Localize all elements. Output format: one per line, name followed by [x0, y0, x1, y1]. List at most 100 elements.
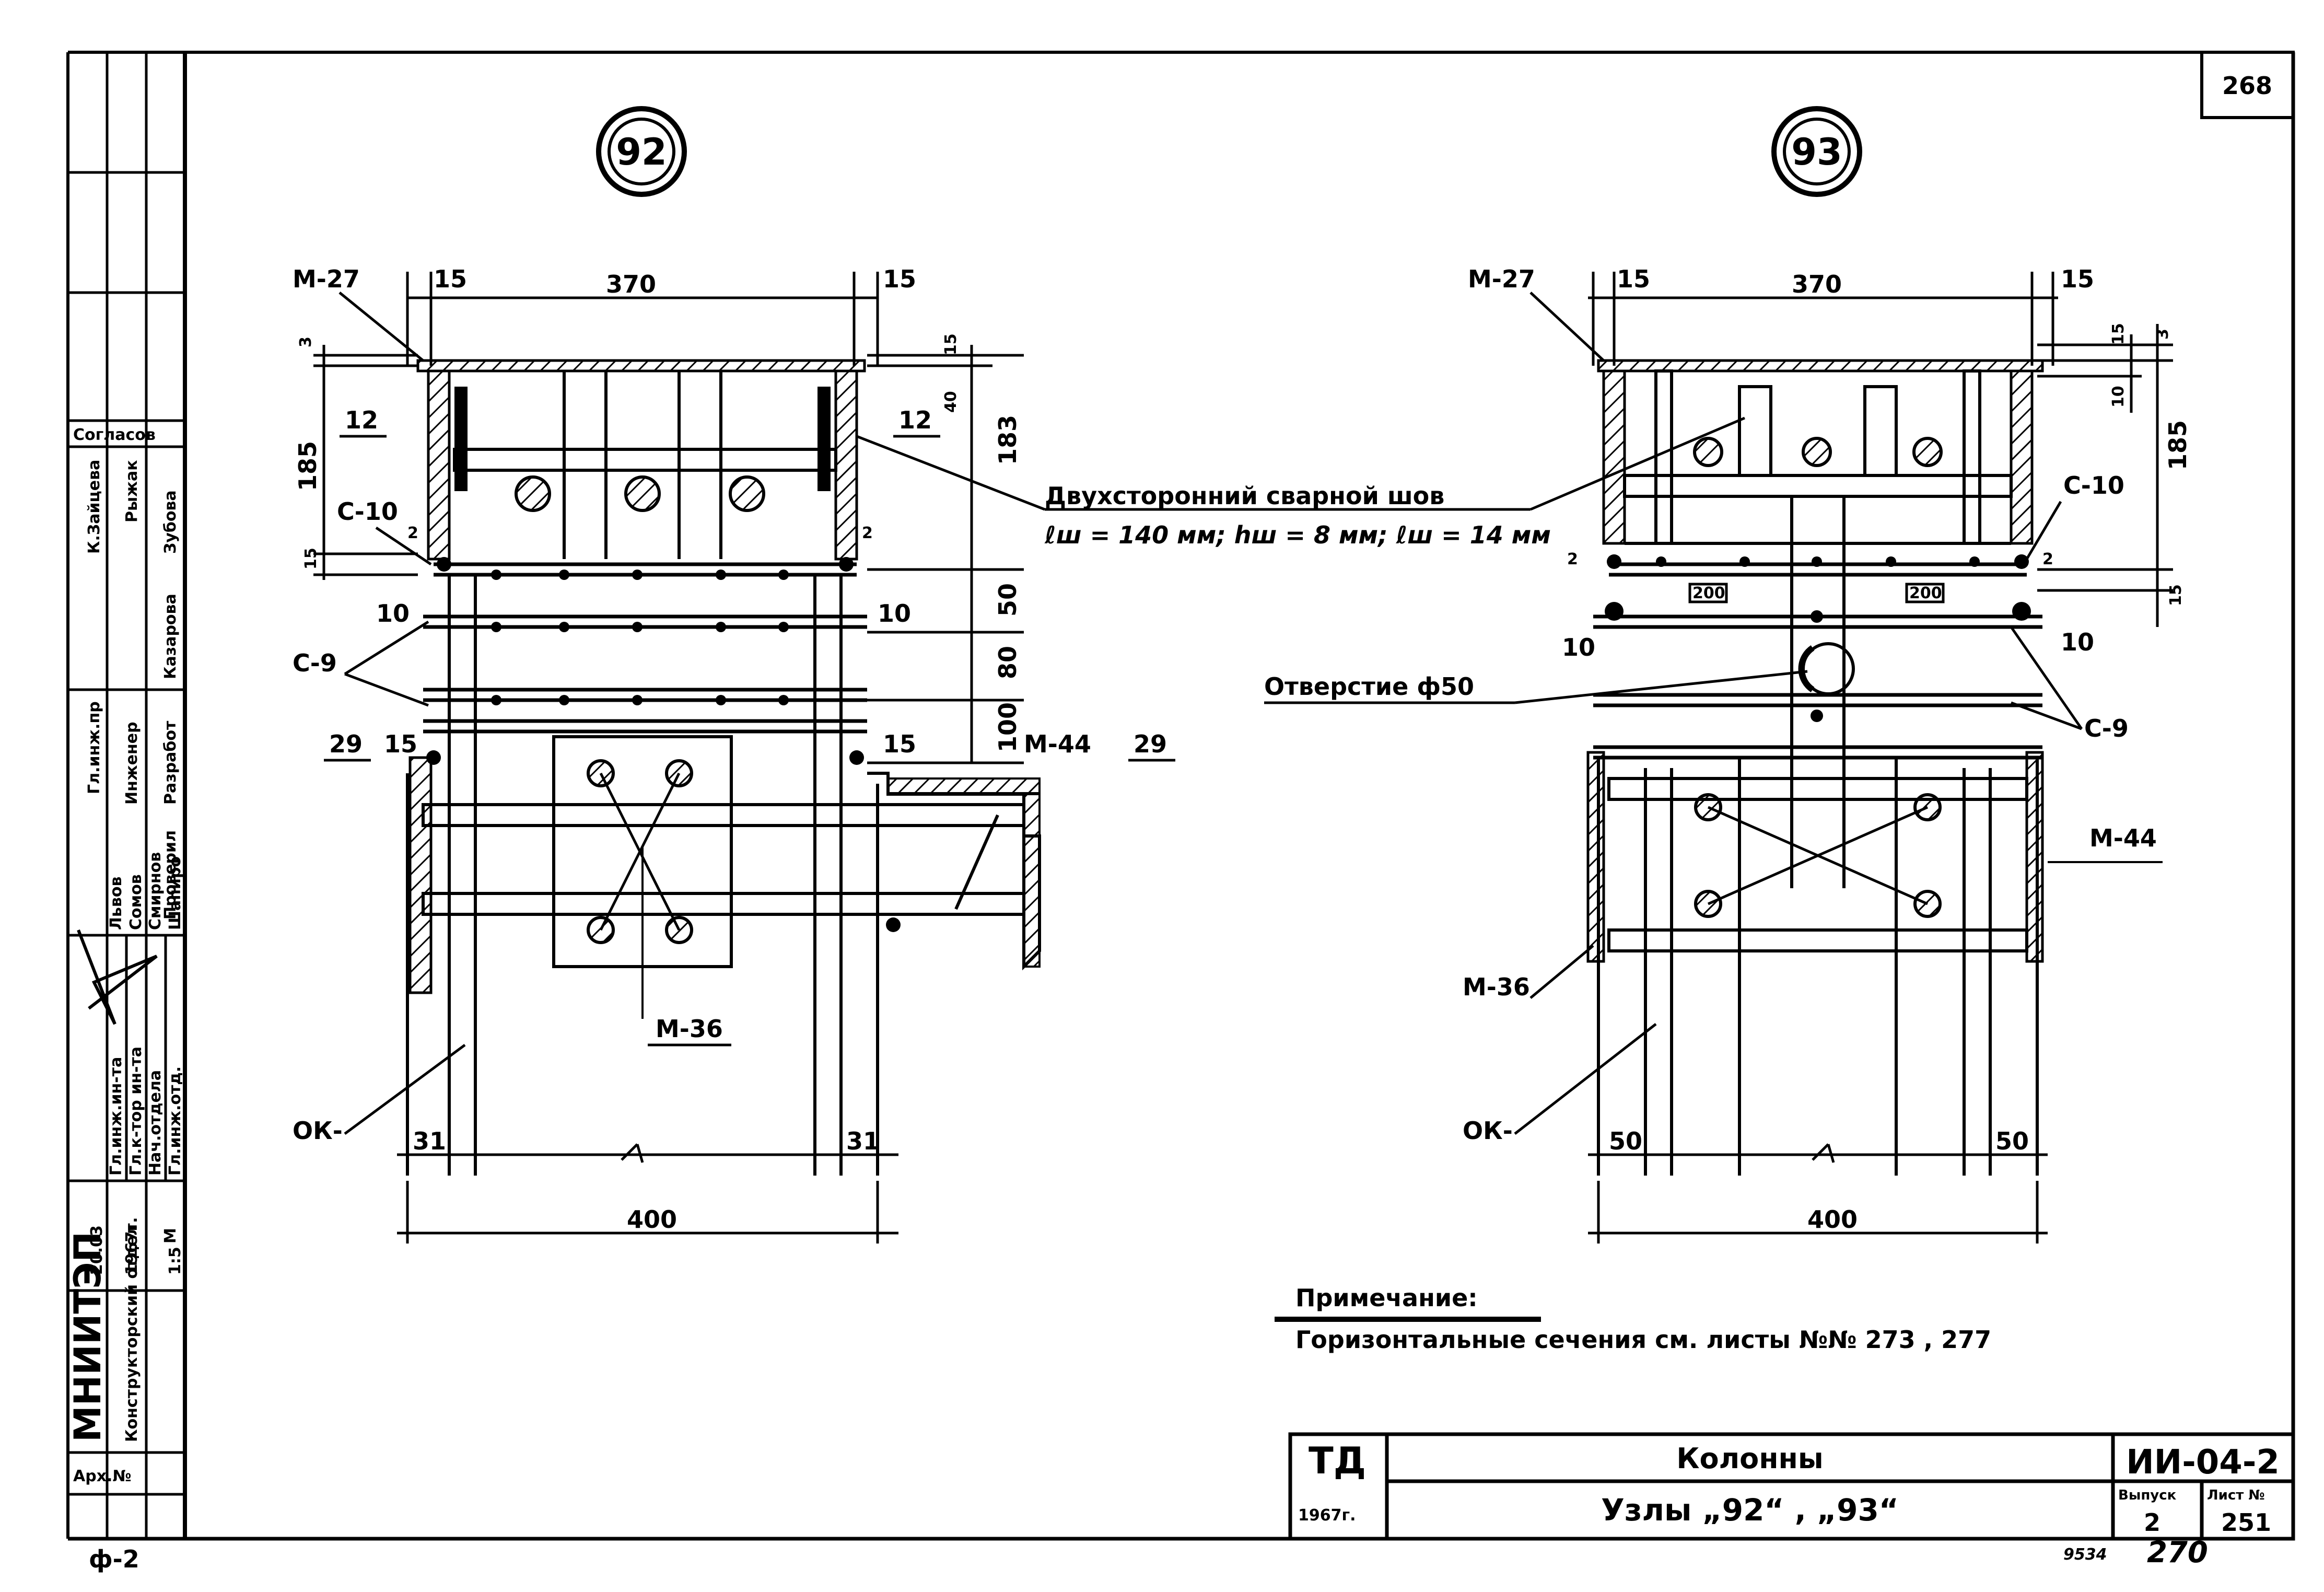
node-93-number: 93	[1791, 131, 1842, 173]
node-93-dim-370: 370	[1792, 270, 1842, 298]
stamp-role: Разработ	[161, 721, 180, 805]
stamp-block-name: Львов	[107, 877, 125, 930]
node-93-d200-right: 200	[1909, 584, 1942, 602]
stamp-scale-label: М	[161, 1228, 180, 1244]
node-92-r50: 50	[994, 583, 1022, 617]
node-92-two-right: 2	[862, 524, 873, 542]
node-92-top-dimension	[406, 272, 879, 366]
node-92-r40: 40	[942, 391, 960, 413]
stamp-role: Инженер	[123, 722, 141, 805]
node-92-v15: 15	[302, 548, 320, 570]
node-93-right-wall	[2010, 369, 2034, 545]
sheet-number: 268	[2222, 72, 2272, 100]
node-92-mark29-left: 29	[329, 730, 363, 758]
node-92-marker	[596, 106, 687, 197]
node-93: 93 15 370 15 М-27 15 3 10 185 15	[1463, 106, 2192, 1244]
node-93-upper-rebar	[1623, 369, 2013, 888]
node-92-v185: 185	[294, 441, 322, 491]
node-92-c10-label: С-10	[337, 497, 398, 526]
node-92-bar	[515, 475, 551, 512]
node-93-m44-label: М-44	[2089, 824, 2157, 852]
sheet-frame	[66, 51, 2295, 1541]
node-93-ok-label: ОК-	[1463, 1117, 1513, 1145]
node-92-f15-left: 15	[384, 730, 417, 758]
node-93-column	[1597, 758, 2039, 1176]
node-93-d50-left: 50	[1609, 1127, 1642, 1155]
stamp-agreed: Согласов	[73, 426, 156, 444]
node-93-top-plate	[1597, 359, 2044, 373]
node-92-ok-label: ОК-	[293, 1117, 343, 1145]
stamp-date: 20.03	[88, 1225, 106, 1275]
node-93-marker	[1771, 106, 1862, 197]
node-93-ten-left: 10	[1562, 633, 1595, 661]
node-92-top-plate	[416, 359, 866, 373]
node-93-ok-leader	[1514, 1023, 1657, 1135]
node-93-c9-leader	[2010, 626, 2083, 730]
node-93-r15b: 15	[2167, 584, 2185, 606]
node-93-d200-left: 200	[1692, 584, 1725, 602]
node-93-m36-leader	[1529, 945, 1594, 999]
node-92-marker-inner	[608, 118, 675, 185]
node-93-two-left: 2	[1567, 550, 1578, 568]
node-92-m44-side	[1023, 793, 1041, 968]
title-block-issue-label: Выпуск	[2118, 1488, 2177, 1503]
hole-callout: Отверстие ф50	[1264, 670, 1808, 704]
node-92-c10-leader	[375, 526, 432, 566]
node-92-bar	[729, 475, 765, 512]
node-92-dot	[886, 917, 901, 932]
stamp-dept: Конструкторский отдел	[123, 1224, 141, 1442]
title-block-title-bottom: Узлы „92“ , „93“	[1601, 1492, 1899, 1528]
node-92: 92 15 370 15 М-27 3 185 15 12 12	[293, 106, 1175, 1244]
stamp-role: Гл.инж.пр	[85, 701, 103, 794]
node-93-left-wall	[1602, 369, 1626, 545]
node-92-v3: 3	[297, 336, 315, 347]
stamp-block-role: Нач.отдела	[146, 1070, 165, 1176]
node-92-dots	[426, 557, 864, 765]
node-92-m44-bracket	[867, 772, 1041, 971]
weld-callout: Двухсторонний сварной шов ℓш = 140 мм; h…	[856, 416, 1745, 549]
node-92-d31-right: 31	[846, 1127, 880, 1155]
archive-number: 9534	[2063, 1545, 2107, 1564]
note: Примечание: Горизонтальные сечения см. л…	[1275, 1284, 1991, 1354]
stamp-year: 1967г.	[123, 1217, 141, 1275]
node-93-bar	[1912, 437, 1943, 467]
node-92-d400: 400	[627, 1205, 677, 1234]
node-92-mark12-right: 12	[898, 406, 932, 434]
node-93-r3: 3	[2154, 329, 2172, 340]
node-92-lower-rebar	[422, 735, 1025, 968]
node-92-r15: 15	[942, 333, 960, 355]
node-93-d400: 400	[1807, 1205, 1858, 1234]
node-92-bar	[624, 475, 661, 512]
weld-callout-line2: ℓш = 140 мм; hш = 8 мм; ℓш = 14 мм	[1044, 521, 1551, 549]
stamp-name: К.Зайцева	[85, 460, 103, 554]
stamp-name: Казарова	[161, 594, 180, 679]
node-93-c9-leader	[2011, 701, 2082, 730]
node-93-dim-15-left: 15	[1617, 265, 1650, 293]
node-93-top-dimension	[1588, 272, 2058, 366]
node-93-m27-leader	[1529, 292, 1605, 362]
stamp-arch: Арх.№	[73, 1467, 132, 1485]
page-number: 270	[2147, 1536, 2208, 1570]
node-92-m36-plate	[408, 756, 433, 994]
node-93-plates	[1593, 562, 2042, 760]
node-93-m44-right	[2025, 751, 2044, 963]
node-93-right-dimensions	[2037, 324, 2173, 627]
node-93-c10-label: С-10	[2063, 471, 2124, 499]
node-92-c9-leader	[344, 672, 429, 707]
node-93-bar	[1802, 437, 1832, 467]
title-block-code: ИИ-04-2	[2126, 1443, 2280, 1482]
stamp-block-name: Смирнов	[146, 852, 165, 930]
stamp-block-name: Сомов	[127, 874, 145, 930]
title-block-org: ТД	[1309, 1439, 1366, 1482]
stamp-roles: Гл.инж.пр Инженер Разработ Проверил К.За…	[66, 460, 184, 1485]
node-92-m27-leader	[338, 292, 424, 362]
node-93-m36-label: М-36	[1463, 973, 1530, 1001]
node-92-mark29-right: 29	[1134, 730, 1167, 758]
title-block	[1288, 1432, 2295, 1541]
node-92-ten-right: 10	[878, 599, 911, 627]
node-92-two-left: 2	[407, 524, 418, 542]
node-92-weld-left	[454, 387, 468, 491]
node-92-f15-right: 15	[883, 730, 916, 758]
stamp-org: МНИИТЭП	[66, 1231, 109, 1442]
side-stamp	[68, 52, 185, 1539]
